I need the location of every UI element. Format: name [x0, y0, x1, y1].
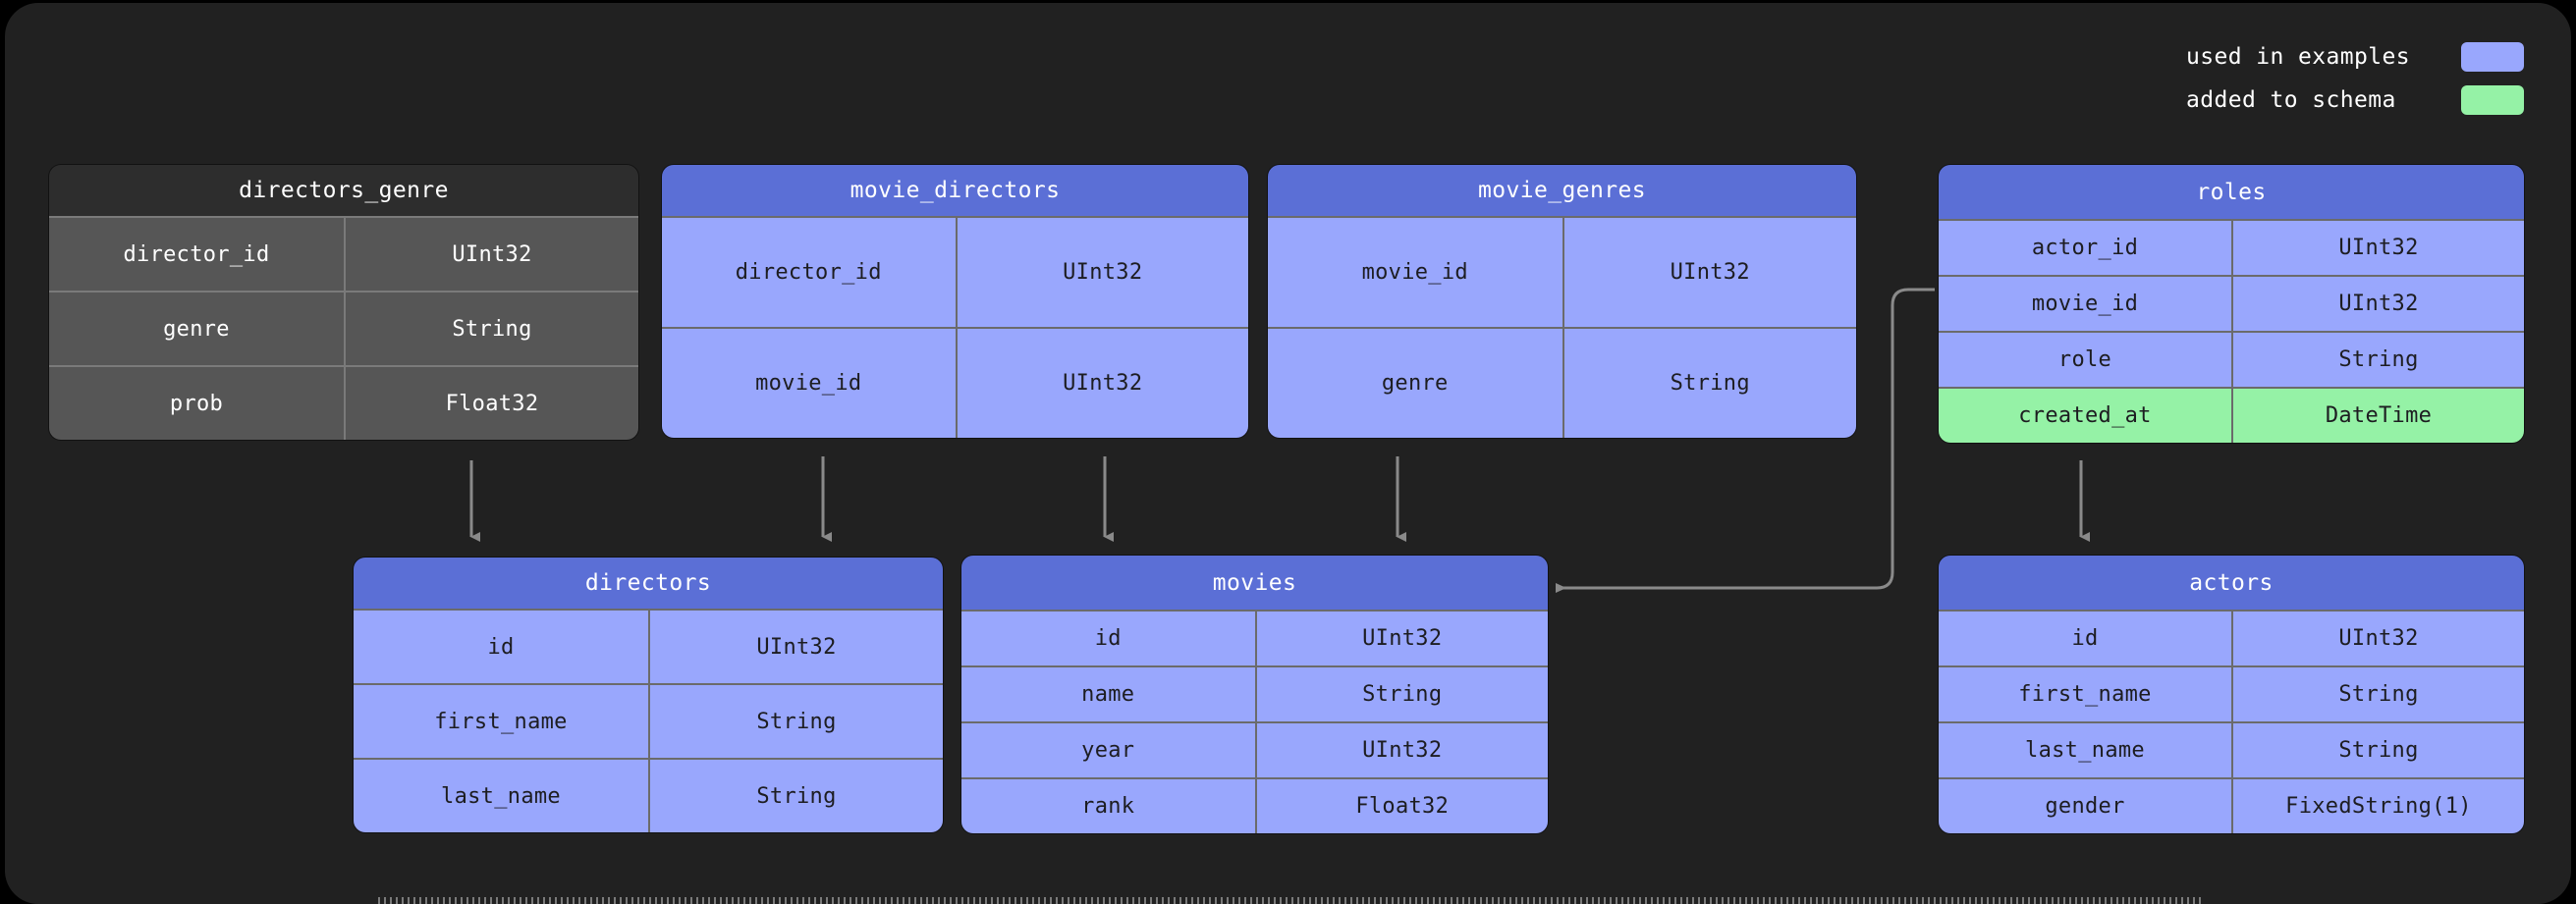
column-type: DateTime: [2231, 387, 2524, 443]
column-type: UInt32: [344, 216, 638, 291]
legend-item-added-to-schema: added to schema: [2186, 85, 2524, 115]
column-name: director_id: [662, 216, 956, 327]
column-type: UInt32: [1562, 216, 1856, 327]
column-type: FixedString(1): [2231, 777, 2524, 833]
table-row[interactable]: id UInt32: [1939, 610, 2524, 665]
table-title-directors: directors: [354, 558, 943, 609]
table-row[interactable]: role String: [1939, 331, 2524, 387]
column-name: role: [1939, 331, 2231, 387]
column-type: String: [648, 758, 943, 832]
table-row[interactable]: director_id UInt32: [662, 216, 1248, 327]
column-type: String: [2231, 721, 2524, 777]
table-directors-genre[interactable]: directors_genre director_id UInt32 genre…: [49, 165, 638, 440]
table-row[interactable]: name String: [961, 665, 1548, 721]
column-name: id: [961, 610, 1255, 665]
legend-swatch-used-in-examples: [2461, 42, 2524, 72]
legend-item-used-in-examples: used in examples: [2186, 42, 2524, 72]
column-type: UInt32: [1254, 610, 1548, 665]
column-name: last_name: [354, 758, 648, 832]
table-row[interactable]: year UInt32: [961, 721, 1548, 777]
table-row[interactable]: movie_id UInt32: [1939, 275, 2524, 331]
column-name: id: [354, 609, 648, 683]
column-name: name: [961, 665, 1255, 721]
column-name: first_name: [354, 683, 648, 758]
table-title-movie-directors: movie_directors: [662, 165, 1248, 216]
legend: used in examples added to schema: [2186, 42, 2524, 115]
table-row[interactable]: id UInt32: [354, 609, 943, 683]
table-title-movie-genres: movie_genres: [1268, 165, 1856, 216]
legend-label-used-in-examples: used in examples: [2186, 44, 2410, 70]
legend-swatch-added-to-schema: [2461, 85, 2524, 115]
table-row[interactable]: prob Float32: [49, 365, 638, 440]
column-name: year: [961, 721, 1255, 777]
column-type: String: [1562, 327, 1856, 438]
column-name: id: [1939, 610, 2231, 665]
table-movies[interactable]: movies id UInt32 name String year UInt32…: [961, 556, 1548, 833]
column-name: rank: [961, 777, 1255, 833]
column-type: Float32: [1254, 777, 1548, 833]
column-name: created_at: [1939, 387, 2231, 443]
column-name: first_name: [1939, 665, 2231, 721]
column-name: movie_id: [1268, 216, 1562, 327]
column-type: Float32: [344, 365, 638, 440]
table-title-directors-genre: directors_genre: [49, 165, 638, 216]
column-type: String: [2231, 331, 2524, 387]
column-type: UInt32: [955, 216, 1248, 327]
column-name: actor_id: [1939, 219, 2231, 275]
table-row[interactable]: id UInt32: [961, 610, 1548, 665]
column-type: String: [648, 683, 943, 758]
column-type: UInt32: [1254, 721, 1548, 777]
column-type: String: [2231, 665, 2524, 721]
column-type: UInt32: [2231, 219, 2524, 275]
column-name: gender: [1939, 777, 2231, 833]
table-row[interactable]: rank Float32: [961, 777, 1548, 833]
table-title-movies: movies: [961, 556, 1548, 610]
column-name: genre: [49, 291, 344, 365]
legend-label-added-to-schema: added to schema: [2186, 87, 2396, 113]
schema-diagram-canvas: used in examples added to schema directo…: [5, 3, 2571, 904]
column-type: UInt32: [2231, 275, 2524, 331]
table-row[interactable]: actor_id UInt32: [1939, 219, 2524, 275]
column-name: director_id: [49, 216, 344, 291]
table-row[interactable]: genre String: [49, 291, 638, 365]
column-name: prob: [49, 365, 344, 440]
column-name: last_name: [1939, 721, 2231, 777]
table-title-roles: roles: [1939, 165, 2524, 219]
column-type: UInt32: [2231, 610, 2524, 665]
column-name: genre: [1268, 327, 1562, 438]
table-row[interactable]: movie_id UInt32: [1268, 216, 1856, 327]
table-movie-genres[interactable]: movie_genres movie_id UInt32 genre Strin…: [1268, 165, 1856, 438]
column-type: String: [344, 291, 638, 365]
table-row[interactable]: last_name String: [354, 758, 943, 832]
column-name: movie_id: [1939, 275, 2231, 331]
column-type: UInt32: [955, 327, 1248, 438]
table-row[interactable]: first_name String: [1939, 665, 2524, 721]
table-row[interactable]: director_id UInt32: [49, 216, 638, 291]
table-row[interactable]: first_name String: [354, 683, 943, 758]
table-roles[interactable]: roles actor_id UInt32 movie_id UInt32 ro…: [1939, 165, 2524, 443]
table-row[interactable]: genre String: [1268, 327, 1856, 438]
table-movie-directors[interactable]: movie_directors director_id UInt32 movie…: [662, 165, 1248, 438]
table-row-added[interactable]: created_at DateTime: [1939, 387, 2524, 443]
table-actors[interactable]: actors id UInt32 first_name String last_…: [1939, 556, 2524, 833]
column-name: movie_id: [662, 327, 956, 438]
table-row[interactable]: last_name String: [1939, 721, 2524, 777]
table-title-actors: actors: [1939, 556, 2524, 610]
column-type: String: [1254, 665, 1548, 721]
table-row[interactable]: gender FixedString(1): [1939, 777, 2524, 833]
column-type: UInt32: [648, 609, 943, 683]
table-directors[interactable]: directors id UInt32 first_name String la…: [354, 558, 943, 832]
table-row[interactable]: movie_id UInt32: [662, 327, 1248, 438]
clipped-caption-sliver: [378, 897, 2205, 904]
